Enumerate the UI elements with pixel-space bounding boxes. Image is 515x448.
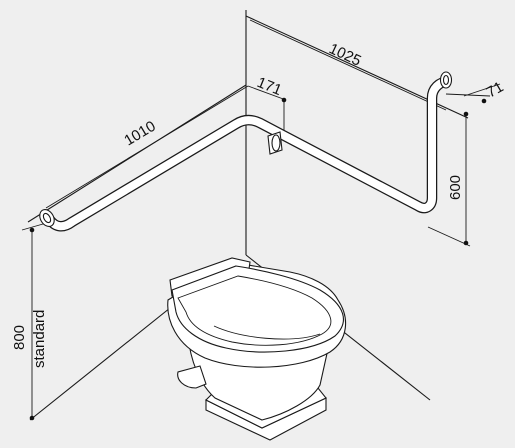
toilet-seat-edge <box>213 325 321 340</box>
dim-line-71b <box>463 83 501 97</box>
dim-label-71: 71 <box>484 78 507 101</box>
dim-label-1010: 1010 <box>121 118 158 150</box>
corner-flange <box>271 134 281 152</box>
toilet-outlet <box>177 365 207 389</box>
toilet <box>167 257 347 441</box>
dim-line-1010 <box>45 85 249 209</box>
toilet-lid <box>171 265 344 353</box>
dim-dot <box>463 111 469 117</box>
wall-flange-right-inner <box>442 74 450 86</box>
dim-dot <box>463 240 469 246</box>
dim-line-1025 <box>249 19 447 111</box>
dim-line-171 <box>247 85 287 101</box>
wall-flange-left-inner <box>42 212 52 224</box>
floor-left-edge <box>29 291 191 421</box>
dim-dot <box>29 415 35 421</box>
toilet-lid-inner <box>177 275 332 346</box>
dim-label-600: 600 <box>447 175 464 200</box>
dim-dot <box>29 227 35 233</box>
grab-bar <box>39 71 453 232</box>
dim-label-800: 800 <box>11 325 28 350</box>
dim-label-1025: 1025 <box>326 40 363 70</box>
dimension-lines <box>21 19 501 421</box>
dim-label-standard: standard <box>31 310 48 368</box>
dim-dot <box>281 97 287 103</box>
dim-label-171: 171 <box>255 74 285 99</box>
dim-dot <box>481 98 487 104</box>
dim-ext-600-bottom <box>427 226 471 247</box>
grab-bar-rail <box>46 78 450 231</box>
grab-bar-rail-outline <box>44 76 452 232</box>
